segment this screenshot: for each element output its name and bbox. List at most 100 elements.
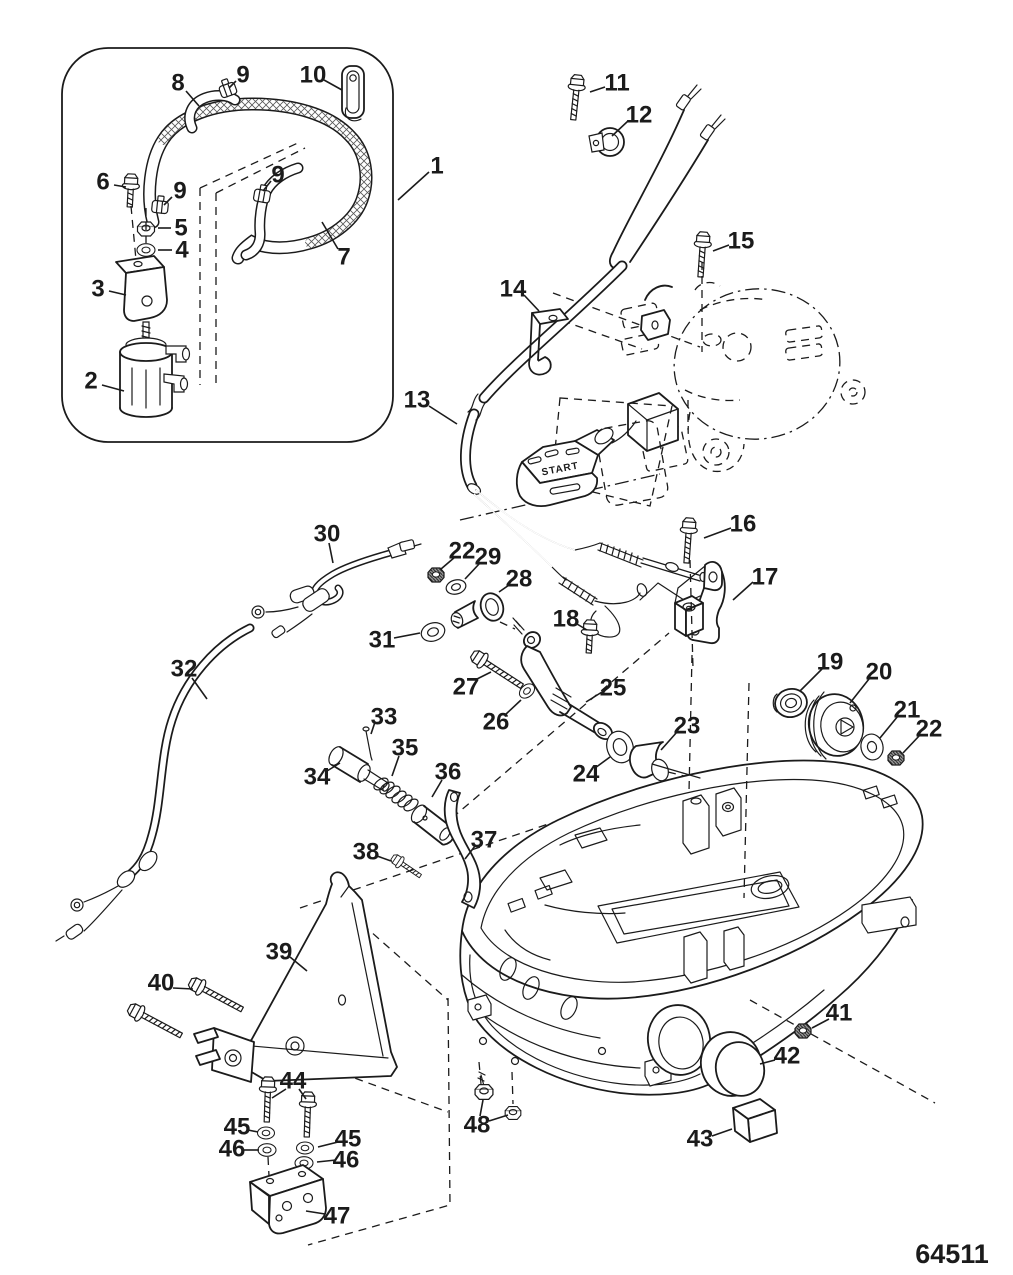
- part-45-washer: [256, 1126, 276, 1140]
- callout-16: 16: [730, 511, 757, 538]
- callout-9: 9: [173, 178, 186, 205]
- part-40-bolt: [186, 974, 246, 1017]
- part-46-washer: [257, 1143, 277, 1157]
- callout-leader-9: [228, 80, 237, 89]
- callout-leader-7: [321, 221, 339, 250]
- callout-leader-38: [376, 855, 392, 862]
- part-24-washer: [606, 730, 634, 764]
- part-7-braided-hose: [143, 97, 373, 265]
- part-44-bolt: [258, 1077, 277, 1123]
- callout-45: 45: [335, 1126, 362, 1153]
- callout-30: 30: [314, 521, 341, 548]
- part-3-bracket: [115, 255, 168, 322]
- part-37-bracket: [443, 789, 481, 909]
- part-20-drum: [804, 691, 865, 760]
- callout-leader-18: [576, 623, 588, 631]
- bottom-cowl-pan: [459, 654, 924, 1143]
- callout-leader-26: [504, 699, 522, 716]
- start-handle: START: [515, 397, 673, 508]
- callout-46: 46: [219, 1136, 246, 1163]
- callout-leader-1: [397, 171, 430, 201]
- callout-leader-44: [271, 1088, 287, 1099]
- part-33-pin: [362, 726, 373, 761]
- callout-2: 2: [84, 368, 97, 395]
- callout-leader-36: [431, 779, 443, 798]
- callout-leader-37: [464, 845, 476, 860]
- callout-7: 7: [337, 244, 350, 271]
- part-12-clamp: [588, 127, 625, 157]
- callout-9: 9: [271, 162, 284, 189]
- part-22-nut: [427, 567, 445, 583]
- part-48-nuts: [474, 1071, 522, 1120]
- callout-leader-33: [370, 721, 376, 735]
- callout-34: 34: [304, 764, 331, 791]
- callout-29: 29: [475, 544, 502, 571]
- callout-leader-48: [479, 1099, 484, 1117]
- callout-leader-40: [172, 987, 194, 990]
- starter-cable-group: START: [460, 74, 726, 508]
- callout-leader-45: [317, 1141, 339, 1148]
- callout-25: 25: [600, 675, 627, 702]
- callout-leader-14: [523, 294, 540, 312]
- callout-47: 47: [324, 1203, 351, 1230]
- callout-12: 12: [626, 102, 653, 129]
- part-21-washer: [860, 733, 884, 761]
- callout-leader-43: [711, 1128, 733, 1137]
- callout-39: 39: [266, 939, 293, 966]
- callout-38: 38: [353, 839, 380, 866]
- callout-11: 11: [604, 70, 629, 97]
- callout-leader-23: [660, 731, 678, 751]
- part-43-block: [732, 1098, 778, 1143]
- callout-leader-21: [879, 715, 899, 739]
- callout-28: 28: [506, 566, 533, 593]
- callout-9: 9: [236, 62, 249, 89]
- callout-leader-6: [113, 184, 127, 188]
- callout-leader-8: [185, 90, 200, 107]
- callout-leader-11: [589, 86, 606, 93]
- callout-41: 41: [826, 1000, 853, 1027]
- callout-42: 42: [774, 1043, 801, 1070]
- callout-46: 46: [333, 1147, 360, 1174]
- part-28-swivel: [450, 592, 505, 629]
- shift-linkage-group: [328, 567, 701, 909]
- part-6-bolt: [121, 174, 140, 208]
- callout-leader-35: [391, 755, 400, 777]
- part-17-bracket: [674, 561, 726, 645]
- callout-leader-47: [305, 1210, 326, 1215]
- callout-4: 4: [175, 237, 189, 264]
- callout-leader-22: [440, 556, 456, 570]
- callout-23: 23: [674, 713, 701, 740]
- callout-leader-12: [611, 120, 629, 137]
- part-19-grommet: [772, 688, 808, 718]
- callout-leader-44: [298, 1088, 307, 1100]
- callout-leader-29: [464, 562, 481, 580]
- callout-leader-3: [108, 290, 127, 296]
- fuel-filter-assembly-box: [61, 47, 394, 443]
- callout-22: 22: [916, 716, 943, 743]
- callout-leader-13: [428, 405, 458, 425]
- callout-20: 20: [866, 659, 893, 686]
- callout-8: 8: [171, 70, 184, 97]
- part-44-bolt: [298, 1092, 317, 1138]
- throttle-spring: [558, 542, 644, 606]
- callout-45: 45: [224, 1114, 251, 1141]
- part-10-strap: [341, 65, 365, 122]
- callout-37: 37: [471, 827, 498, 854]
- callout-48: 48: [464, 1112, 491, 1139]
- callout-33: 33: [371, 704, 398, 731]
- part-45-washer: [295, 1141, 315, 1155]
- callout-40: 40: [148, 970, 175, 997]
- part-16-bolt: [678, 517, 698, 563]
- callout-18: 18: [553, 606, 580, 633]
- wire-terminal: [675, 84, 726, 141]
- part-4-washer: [136, 243, 156, 257]
- part-39-clamp-bracket: [193, 1027, 255, 1083]
- callout-24: 24: [573, 761, 600, 788]
- part-2-fuel-filter: [119, 321, 191, 418]
- drawing-number: 64511: [915, 1239, 989, 1269]
- callout-19: 19: [817, 649, 844, 676]
- callout-leader-45: [247, 1129, 259, 1133]
- part-41-nut: [794, 1023, 812, 1039]
- part-30-harness: [251, 539, 422, 639]
